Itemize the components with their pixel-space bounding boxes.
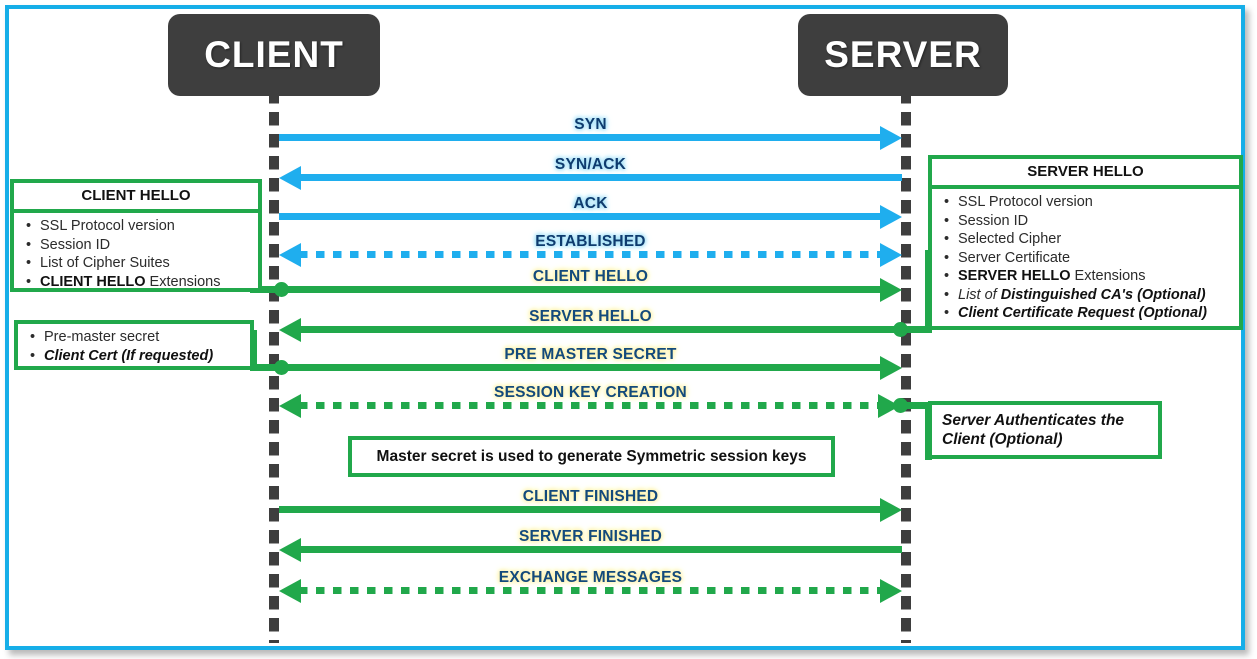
message-label: SESSION KEY CREATION bbox=[494, 384, 687, 401]
message-ack: ACK bbox=[279, 178, 902, 229]
arrowhead-right-icon bbox=[880, 497, 902, 522]
connector-client-hello bbox=[250, 286, 284, 293]
client-hello-box-title: CLIENT HELLO bbox=[14, 183, 258, 213]
list-item: Session ID bbox=[942, 212, 1233, 231]
server-hello-box-list: SSL Protocol version Session ID Selected… bbox=[932, 189, 1239, 328]
list-item: SSL Protocol version bbox=[942, 193, 1233, 212]
master-secret-note-text: Master secret is used to generate Symmet… bbox=[376, 447, 807, 465]
message-line bbox=[279, 364, 882, 371]
arrowhead-left-icon bbox=[279, 537, 301, 562]
message-line bbox=[299, 402, 882, 409]
arrowhead-right-icon bbox=[880, 125, 902, 150]
pre-master-box: Pre-master secret Client Cert (If reques… bbox=[14, 320, 254, 370]
message-label: SYN/ACK bbox=[554, 156, 627, 173]
message-label: SERVER FINISHED bbox=[518, 528, 663, 545]
list-item-bold-italic: Client Certificate Request (Optional) bbox=[958, 305, 1207, 321]
arrowhead-left-icon bbox=[279, 578, 301, 603]
message-label: EXCHANGE MESSAGES bbox=[498, 569, 683, 586]
message-syn: SYN bbox=[279, 98, 902, 150]
arrowhead-right-icon bbox=[880, 578, 902, 603]
list-item: SERVER HELLO Extensions bbox=[942, 267, 1233, 286]
list-item: Session ID bbox=[24, 236, 252, 255]
list-item-bold-italic: Distinguished CA's (Optional) bbox=[1000, 286, 1206, 303]
server-hello-box-title: SERVER HELLO bbox=[932, 159, 1239, 189]
message-exchange-messages: EXCHANGE MESSAGES bbox=[279, 553, 902, 603]
server-auth-note-line2: Client (Optional) bbox=[942, 431, 1063, 448]
arrowhead-right-icon bbox=[880, 204, 902, 229]
message-server-finished: SERVER FINISHED bbox=[279, 513, 902, 562]
client-hello-box-list: SSL Protocol version Session ID List of … bbox=[14, 213, 258, 296]
list-item: List of Distinguished CA's (Optional) bbox=[942, 286, 1233, 305]
message-line bbox=[299, 587, 882, 594]
lifeline-server bbox=[901, 90, 911, 643]
list-item-rest: Extensions bbox=[145, 273, 221, 290]
list-item: Client Cert (If requested) bbox=[28, 347, 244, 366]
list-item-bold: SERVER HELLO bbox=[958, 268, 1071, 284]
arrowhead-right-icon bbox=[880, 355, 902, 380]
actor-server-label: SERVER bbox=[824, 34, 982, 75]
list-item: Pre-master secret bbox=[28, 328, 244, 347]
message-label: CLIENT HELLO bbox=[532, 268, 649, 285]
list-item: List of Cipher Suites bbox=[24, 254, 252, 273]
list-item: Selected Cipher bbox=[942, 230, 1233, 249]
list-item-rest: Extensions bbox=[1070, 268, 1146, 284]
message-line bbox=[299, 174, 902, 181]
list-item: CLIENT HELLO Extensions bbox=[24, 273, 252, 292]
message-line bbox=[299, 546, 902, 553]
message-line bbox=[279, 286, 882, 293]
message-label: CLIENT FINISHED bbox=[522, 488, 659, 505]
list-item-italic: List of bbox=[958, 286, 1001, 303]
arrowhead-left-icon bbox=[279, 317, 301, 342]
server-auth-note-line1: Server Authenticates the bbox=[942, 412, 1125, 429]
message-client-hello: CLIENT HELLO bbox=[274, 253, 902, 302]
arrowhead-left-icon bbox=[279, 393, 301, 418]
message-established: ESTABLISHED bbox=[279, 217, 902, 267]
message-pre-master-secret: PRE MASTER SECRET bbox=[274, 331, 902, 380]
actor-server: SERVER bbox=[798, 14, 1008, 96]
message-client-finished: CLIENT FINISHED bbox=[279, 473, 902, 522]
message-label: ESTABLISHED bbox=[535, 233, 646, 250]
connector-server-auth bbox=[898, 402, 932, 409]
message-label: ACK bbox=[573, 195, 608, 212]
list-item-bold: CLIENT HELLO bbox=[40, 273, 146, 290]
connector-server-hello bbox=[898, 326, 932, 333]
message-line bbox=[279, 213, 882, 220]
message-syn-ack: SYN/ACK bbox=[279, 138, 902, 190]
list-item-bold-italic: Client Cert (If requested) bbox=[44, 347, 214, 364]
arrowhead-right-icon bbox=[880, 242, 902, 267]
actor-client: CLIENT bbox=[168, 14, 380, 96]
arrowhead-right-icon bbox=[880, 277, 902, 302]
message-line bbox=[279, 506, 882, 513]
connector-pre-master bbox=[250, 364, 284, 371]
message-line bbox=[299, 251, 882, 258]
server-hello-box: SERVER HELLO SSL Protocol version Sessio… bbox=[928, 155, 1243, 330]
pre-master-box-list: Pre-master secret Client Cert (If reques… bbox=[18, 324, 250, 370]
message-label: PRE MASTER SECRET bbox=[504, 346, 677, 363]
arrowhead-left-icon bbox=[279, 165, 301, 190]
list-item: Server Certificate bbox=[942, 249, 1233, 268]
list-item: Client Certificate Request (Optional) bbox=[942, 304, 1233, 323]
list-item: SSL Protocol version bbox=[24, 217, 252, 236]
actor-client-label: CLIENT bbox=[204, 34, 344, 75]
server-auth-note-box: Server Authenticates the Client (Optiona… bbox=[928, 401, 1162, 459]
message-session-key-creation: SESSION KEY CREATION bbox=[279, 369, 908, 418]
message-label: SERVER HELLO bbox=[529, 308, 652, 325]
message-label: SYN bbox=[574, 116, 607, 133]
message-server-hello: SERVER HELLO bbox=[279, 293, 908, 342]
message-line bbox=[279, 134, 882, 141]
arrowhead-left-icon bbox=[279, 242, 301, 267]
message-line bbox=[299, 326, 902, 333]
client-hello-box: CLIENT HELLO SSL Protocol version Sessio… bbox=[10, 179, 262, 292]
master-secret-note-box: Master secret is used to generate Symmet… bbox=[348, 436, 835, 477]
